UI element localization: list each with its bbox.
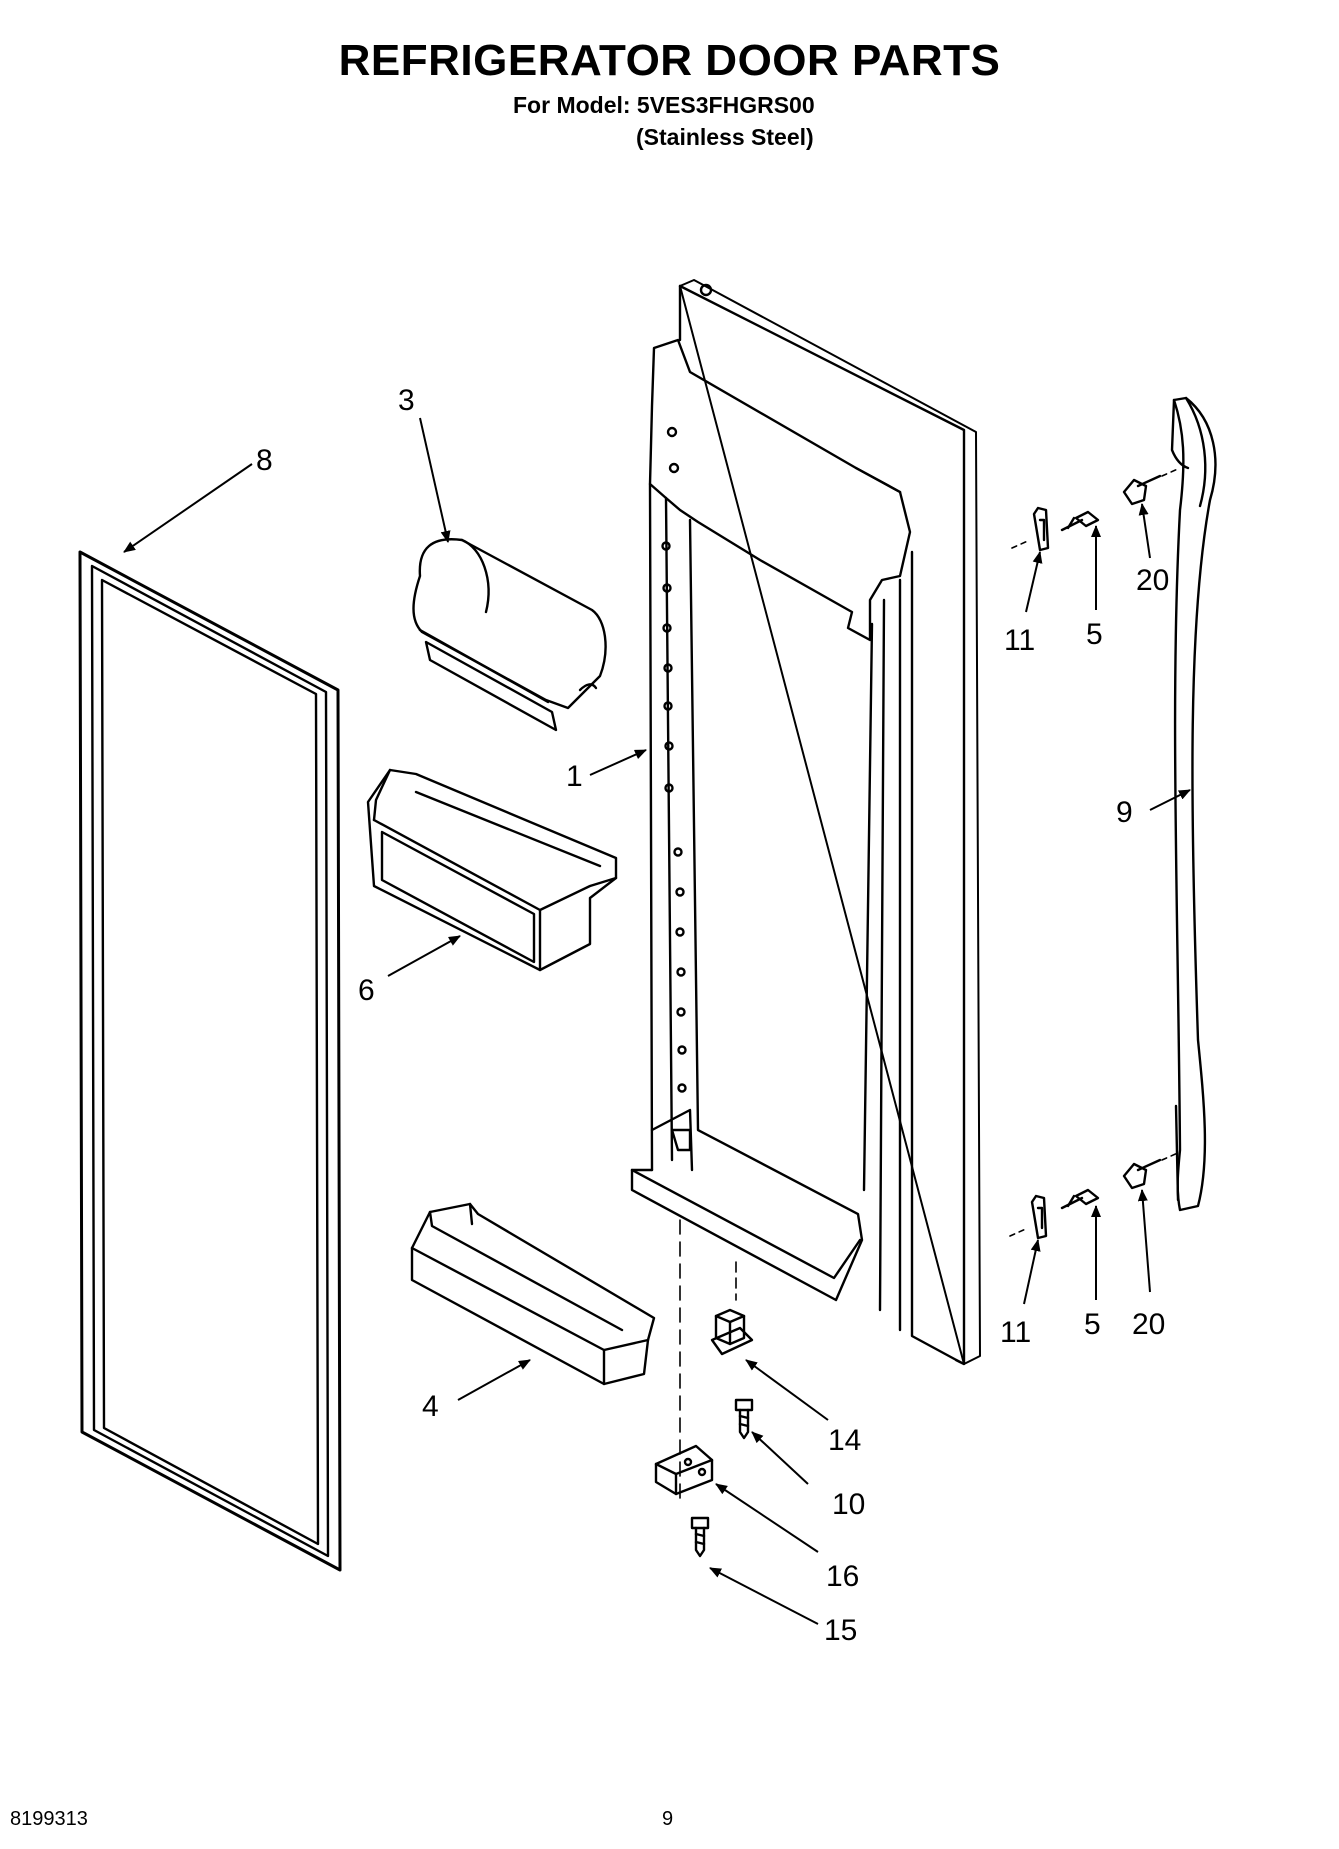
leader-6 [387,935,461,977]
leader-15 [709,1567,819,1625]
callout-11-lower: 11 [1000,1316,1031,1349]
handle-screw-upper [1060,510,1100,532]
hinge-bracket-part [654,1444,714,1496]
bracket-screw-part [690,1516,710,1558]
handle-clip-upper [1011,506,1050,552]
page-number: 9 [662,1808,674,1830]
model-number: For Model: 5VES3FHGRS00 [513,92,815,118]
leader-11a [1025,551,1043,613]
callout-9: 9 [1116,796,1133,829]
leader-4 [457,1359,531,1401]
handle-clip-lower [1009,1194,1048,1240]
callout-11-upper: 11 [1004,624,1035,657]
door-gasket-part [78,550,342,1572]
callout-10: 10 [832,1488,865,1521]
callout-1: 1 [566,760,583,793]
leader-16 [715,1483,819,1553]
leader-11b [1023,1239,1041,1305]
door-bin-part [366,768,618,972]
door-shelf-part [410,1202,656,1386]
model-variant: (Stainless Steel) [636,124,814,150]
callout-5-lower: 5 [1084,1308,1101,1341]
callout-8: 8 [256,444,273,477]
hinge-screw-part [734,1398,754,1440]
callout-3: 3 [398,384,415,417]
door-assembly-part [630,279,981,1366]
leader-14 [745,1359,829,1421]
callout-14: 14 [828,1424,861,1457]
leader-9 [1149,789,1191,811]
callout-20-upper: 20 [1136,564,1169,597]
leader-3 [419,417,451,543]
callout-16: 16 [826,1560,859,1593]
leader-10 [751,1431,809,1485]
door-handle-part [1170,396,1217,1212]
callout-4: 4 [422,1390,439,1423]
hinge-pin-part [710,1308,754,1356]
callout-5-upper: 5 [1086,618,1103,651]
document-number: 8199313 [10,1808,88,1830]
leader-20a [1138,503,1151,559]
callout-15: 15 [824,1614,857,1647]
handle-screw-lower [1060,1188,1100,1210]
leader-8 [123,463,253,553]
handle-set-screw-upper [1122,467,1181,506]
leader-1 [589,749,647,776]
callout-6: 6 [358,974,375,1007]
handle-set-screw-lower [1122,1151,1181,1190]
page-title: REFRIGERATOR DOOR PARTS [338,36,1001,85]
canister-bin-part [412,538,607,732]
callout-20-lower: 20 [1132,1308,1165,1341]
leader-20b [1137,1189,1151,1293]
